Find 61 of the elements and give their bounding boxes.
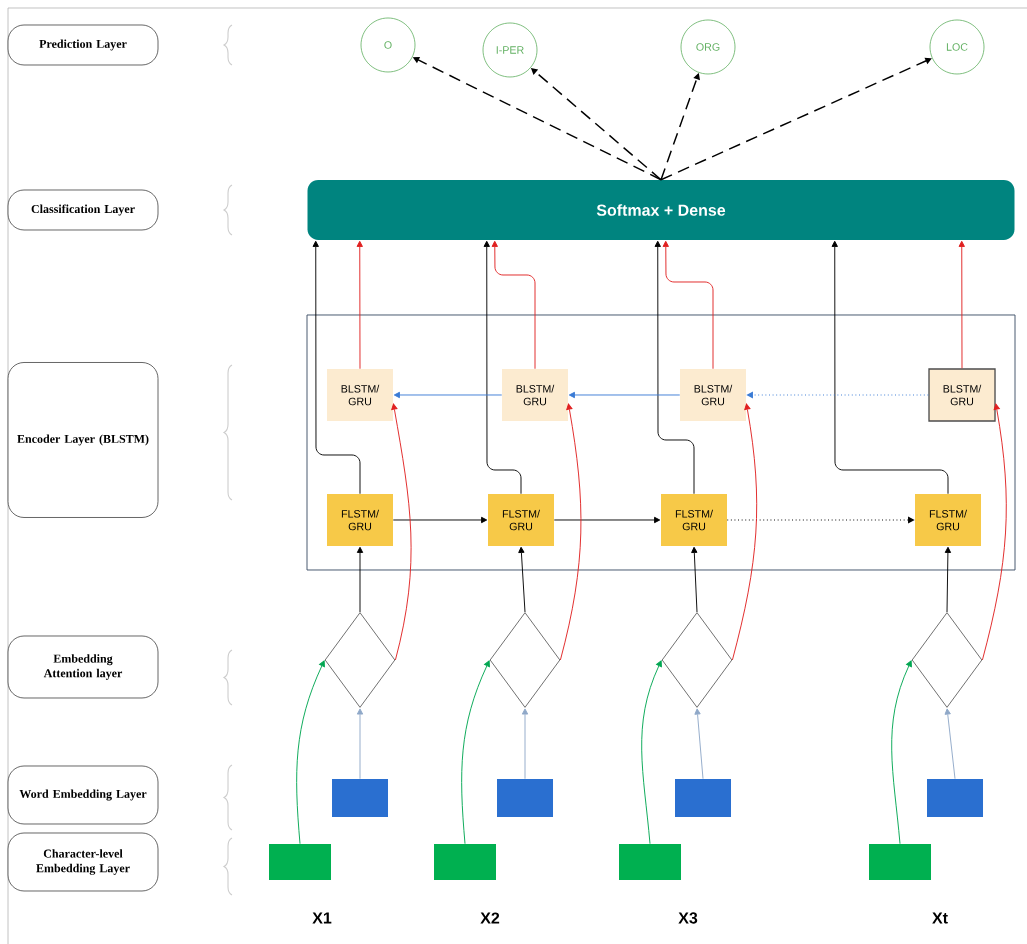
char-embedding-block [869,844,931,880]
word-embedding-block [332,779,388,817]
arrow [553,516,661,524]
arrow [461,660,490,845]
arrow [393,391,503,399]
word-embedding-block [675,779,731,817]
word-embedding-block [927,779,983,817]
char-embedding-block [269,844,331,880]
arrow [568,391,681,399]
word-embedding-block [497,779,553,817]
arrow [392,516,488,524]
input-label: Xt [932,912,948,924]
arrow [691,546,698,613]
attention-diamond [911,612,983,708]
arrow [518,546,526,613]
arrow [662,240,714,370]
arrow [654,240,695,495]
blstm-box: BLSTM/ GRU [928,368,996,422]
attention-diamond [324,612,396,708]
char-embedding-block [434,844,496,880]
input-label: X1 [312,912,332,924]
blstm-box: BLSTM/ GRU [327,369,393,421]
flstm-box: FLSTM/ GRU [488,494,554,546]
layer-label-box: Classification Layer [7,189,159,231]
arrow [731,403,758,661]
softmax-dense-box: Softmax + Dense [307,180,1015,240]
layer-label-box: Encoder Layer (BLSTM) [7,362,159,518]
flstm-box: FLSTM/ GRU [915,494,981,546]
arrow [944,708,956,780]
arrow [391,403,412,661]
attention-diamond [489,612,561,708]
arrow [356,708,364,780]
arrow [483,240,522,495]
arrow [981,403,1007,661]
arrow [312,240,361,495]
arrow [491,240,536,370]
arrow [356,546,364,613]
layer-label-box: Character-level Embedding Layer [7,832,159,892]
flstm-box: FLSTM/ GRU [327,494,393,546]
arrow [831,240,949,495]
input-label: X2 [480,912,500,924]
arrow [641,660,662,845]
arrow [296,660,325,845]
attention-diamond [661,612,733,708]
flstm-box: FLSTM/ GRU [661,494,727,546]
layer-label-box: Prediction Layer [7,24,159,66]
dashed-arrow [660,57,932,181]
arrow [958,240,965,369]
encoder-frame [306,314,1016,571]
layer-label-box: Word Embedding Layer [7,765,159,825]
arrow [944,546,952,613]
arrow [694,708,704,780]
arrow [356,240,363,370]
arrow [891,660,912,845]
char-embedding-block [619,844,681,880]
input-label: X3 [678,912,698,924]
layer-label-box: Embedding Attention layer [7,635,159,699]
blstm-box: BLSTM/ GRU [680,369,746,421]
blstm-box: BLSTM/ GRU [502,369,568,421]
arrow [559,403,582,661]
arrow [521,708,529,780]
